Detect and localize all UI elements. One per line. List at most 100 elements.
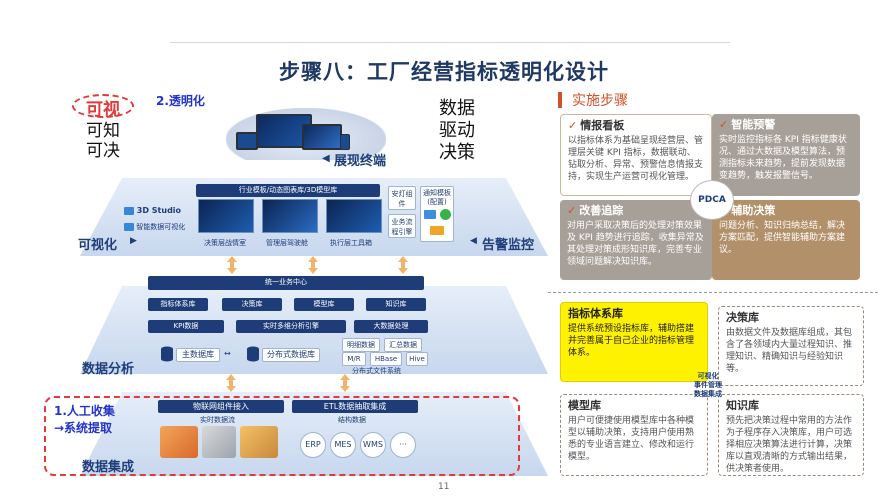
more-bubble: ··· [390, 432, 416, 458]
center-label-3: 数据集成 [694, 390, 722, 398]
wechat-icon [440, 209, 451, 220]
section-divider [548, 292, 878, 293]
up-arrow-icon [226, 374, 236, 392]
box-model-body: 用户可便捷使用模型库中各种模型以辅助决策，支持用户使用熟悉的专业语言建立、修改和… [568, 416, 695, 462]
box-indicator-body: 提供系统预设指标库，辅助搭建并完善属于自己企业的指标管理体系。 [568, 324, 695, 358]
smart-visual-icon [124, 223, 134, 231]
card-alert-title: 智能预警 [731, 118, 776, 131]
laptop-screen [302, 124, 342, 150]
erp-bubble: ERP [300, 432, 326, 458]
steps-heading: 实施步骤 [572, 93, 628, 109]
card-alert-body: 实时监控指标各 KPI 指标健康状况、通过大数据及模型算法，预测指标未来趋势，提… [719, 135, 847, 181]
andon-component-box: 安灯组件 [388, 186, 416, 210]
decision-room-label: 决策层战情室 [204, 239, 246, 247]
card-improve-track: ✓改善追踪 对用户采取决策后的处理对策效果及 KPI 趋势进行追踪，收集异常及其… [560, 200, 712, 280]
card-assist-body: 问题分析、知识归纳总结，解决方案匹配，提供智能辅助方案建议。 [719, 221, 846, 255]
check-icon: ✓ [567, 204, 577, 217]
dashboard-thumb-2 [262, 199, 318, 233]
visual-oval [72, 94, 134, 118]
dashboard-thumb-1 [198, 199, 254, 233]
distributed-fs-label: 分布式文件系统 [352, 367, 401, 375]
system-extract-text: →系统提取 [54, 421, 113, 435]
management-cockpit-label: 管理层驾驶舱 [266, 239, 308, 247]
conveyor-image [240, 426, 278, 458]
manual-to-system-dashed-frame [44, 396, 520, 476]
box-knowledge-body: 预先把决策过程中常用的方法作为子程序存入决策库，用户可选择相应决策算法进行计算，… [726, 416, 853, 474]
library-model-box: 模型库 [294, 298, 354, 311]
workflow-engine-text: 业务流程引擎 [391, 218, 413, 236]
smart-visual-text: 智能数据可视化 [136, 223, 186, 231]
hbase-box: HBase [370, 352, 402, 366]
kv-text: 可视 [86, 100, 120, 120]
visualization-arrow-icon: ▶ [130, 236, 137, 246]
card-assist-decision: ✓辅助决策 问题分析、知识归纳总结，解决方案匹配，提供智能辅助方案建议。 [712, 200, 860, 280]
display-terminal-label: 展现终端 [334, 154, 387, 169]
visual-know-decide-block: 可视 可知 可决 [72, 92, 152, 162]
unified-business-center-box: 统一业务中心 [148, 276, 424, 290]
library-indicator-box: 指标体系库 [148, 298, 208, 311]
card-intel-board: ✓情报看板 以指标体系为基础呈现经营层、管理层关键 KPI 指标，数据联动、钻取… [560, 114, 712, 196]
realtime-stream-label: 实时数据流 [200, 416, 235, 424]
box-knowledge-library: 知识库 预先把决策过程中常用的方法作为子程序存入决策库，用户可选择相应决策算法进… [718, 394, 864, 476]
title-divider [170, 42, 730, 43]
box-model-library: 模型库 用户可便捷使用模型库中各种模型以辅助决策，支持用户使用熟悉的专业语言建立… [560, 394, 708, 476]
pdca-circle: PDCA [690, 180, 734, 220]
check-icon: ✓ [719, 118, 729, 131]
mapreduce-box: M/R [342, 352, 366, 366]
page-number: 11 [438, 482, 450, 492]
studio-label: 3D Studio [124, 206, 181, 215]
realtime-engine-box: 实时多维分析引擎 [236, 320, 346, 333]
detail-data-box: 明细数据 [342, 338, 380, 352]
box-indicator-library: 指标体系库 提供系统预设指标库，辅助搭建并完善属于自己企业的指标管理体系。 [560, 302, 708, 382]
template-library-box: 行业模板/动态图表库/3D模型库 [196, 184, 380, 197]
integration-label: 数据集成 [82, 460, 135, 475]
summary-data-box: 汇总数据 [384, 338, 422, 352]
mes-bubble: MES [330, 432, 356, 458]
page-title: 步骤八：工厂经营指标透明化设计 [279, 60, 609, 84]
dist-db-box: 分布式数据库 [262, 348, 320, 362]
dd-line3: 决策 [439, 142, 475, 163]
check-icon: ✓ [568, 119, 578, 132]
manual-collect-text: 1.人工收集 [54, 404, 115, 418]
wms-bubble: WMS [360, 432, 386, 458]
center-stack-label: 可视化 事件管理 数据集成 [686, 372, 730, 399]
library-decision-box: 决策库 [222, 298, 282, 311]
robot-image [160, 426, 198, 458]
k3-text: 可决 [86, 141, 120, 161]
card-intel-body: 以指标体系为基础呈现经营层、管理层关键 KPI 指标，数据联动、钻取分析、异常、… [568, 136, 704, 182]
steps-accent-bar [558, 92, 562, 108]
up-arrow-icon [227, 256, 237, 274]
workflow-engine-box: 业务流程引擎 [388, 214, 416, 238]
studio-text: 3D Studio [136, 206, 182, 215]
k2-text: 可知 [86, 121, 120, 141]
analysis-label: 数据分析 [82, 362, 135, 377]
card-intel-title: 情报看板 [580, 119, 625, 132]
card-improve-title: 改善追踪 [579, 204, 624, 217]
executor-toolbox-label: 执行层工具箱 [330, 239, 372, 247]
andon-component-text: 安灯组件 [391, 190, 413, 208]
up-arrow-icon [398, 256, 408, 274]
box-decision-title: 决策库 [726, 311, 759, 324]
tablet-screen [236, 132, 258, 150]
dd-line1: 数据 [439, 98, 475, 119]
main-db-box: 主数据库 [176, 348, 220, 362]
dd-line2: 驱动 [439, 120, 475, 141]
studio-icon [124, 206, 134, 215]
etl-integration-box: ETL数据抽取集成 [292, 400, 418, 413]
iot-component-box: 物联网组件接入 [158, 400, 284, 413]
card-assist-title: 辅助决策 [731, 204, 776, 217]
hive-box: Hive [406, 352, 428, 366]
transparency-label: 2.透明化 [156, 94, 205, 108]
phone-screen [340, 134, 350, 150]
machine-image [202, 426, 236, 458]
notify-template-text: 通知模板(配置) [423, 189, 451, 206]
display-terminal-arrow-icon: ◀ [322, 153, 330, 164]
center-label-2: 事件管理 [694, 381, 722, 389]
envelope-icon [430, 226, 444, 235]
box-model-title: 模型库 [568, 399, 601, 412]
box-knowledge-title: 知识库 [726, 399, 759, 412]
alert-arrow-icon: ◀ [470, 236, 477, 246]
card-improve-body: 对用户采取决策后的处理对策效果及 KPI 趋势进行追踪，收集异常及其处理对策成形… [567, 221, 704, 267]
box-decision-library: 决策库 由数据文件及数据库组成，其包含了各领域内大量过程知识、推理知识、精确知识… [718, 306, 864, 386]
smart-visual-label: 智能数据可视化 [124, 222, 185, 232]
